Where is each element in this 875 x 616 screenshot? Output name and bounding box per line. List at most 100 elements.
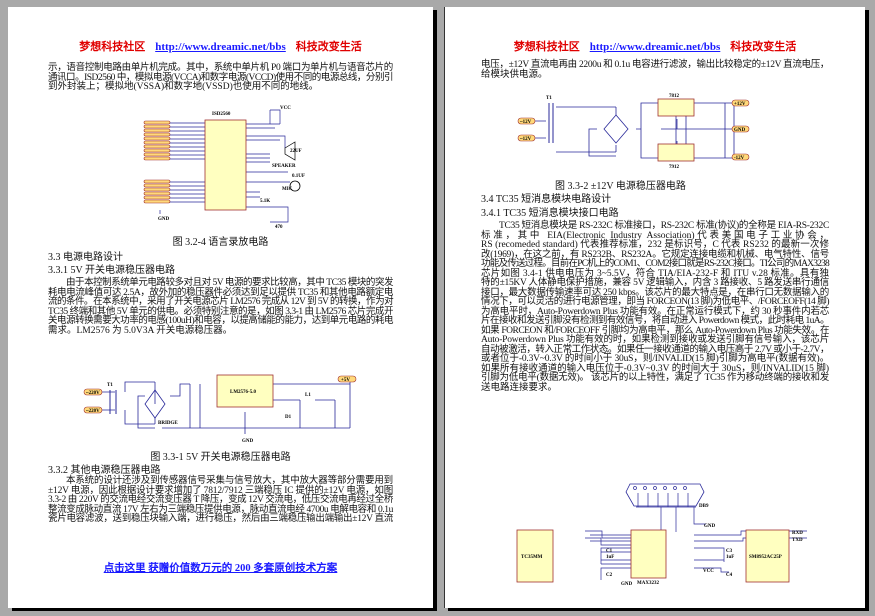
document-page-right: 梦想科技社区 http://www.dreamic.net/bbs 科技改变生活 电…	[444, 7, 865, 608]
paragraph: 本系统的设计还涉及到传感器信号采集与信号放大，其中放大器等部分需要用到 ±12V…	[48, 475, 393, 524]
output-label: +12V	[734, 102, 746, 107]
header-slogan: 科技改变生活	[295, 41, 362, 53]
text-line: 为高电平时，Auto-Powerdown Plus 功能有效。在正常运行模式下，…	[481, 306, 829, 317]
page-header: 梦想科技社区 http://www.dreamic.net/bbs 科技改变生活	[445, 38, 865, 54]
tc35-interface-diagram: TC35MM SM8952AC25P MAX3232 DB9 GND RXD T…	[516, 483, 807, 587]
paragraph: 由于本控制系统单元电路较多对且对 5V 电源的要求比较高，其中 TC35 模块的…	[48, 277, 394, 336]
speaker-label: SPEAKER	[272, 164, 296, 169]
chip-label: MAX3232	[637, 581, 659, 586]
text-line: 3.3-2 由 220V 的交流电经交流变压器 T 降压，变成 12V 交流电，…	[48, 495, 393, 505]
capacitor-label: 0.1UF	[292, 174, 305, 179]
text-line: 到外封装上；模拟地(VSSA)和数字地(VSSD)也使用不同的地线。	[48, 82, 319, 92]
section-heading: 3.3 电源电路设计	[48, 252, 123, 263]
capacitor-label: C4	[726, 573, 733, 578]
bridge-label: BRIDGE	[158, 421, 178, 426]
gnd-label: GND	[242, 439, 254, 444]
ac-input-label: ~220V	[86, 391, 100, 396]
inductor-label: L1	[305, 393, 311, 398]
output-label: -12V	[734, 156, 745, 161]
subsection-heading: 3.3.2 其他电源稳压器电路	[48, 465, 161, 476]
header-slogan: 科技改变生活	[730, 41, 797, 53]
figure-caption: 图 3.3-2 ±12V 电源稳压器电路	[555, 181, 686, 192]
header-site-name: 梦想科技社区	[79, 41, 146, 53]
text-line: 电压，±12V 直流电再由 2200u 和 0.1u 电容进行滤波，输出比较稳定…	[481, 60, 830, 70]
figure-caption: 图 3.3-1 5V 开关电源稳压器电路	[150, 452, 291, 463]
text-line: 标准，其中 EIA(Electronic Industry Associatio…	[481, 230, 829, 241]
gnd-label: GND	[158, 217, 170, 222]
gnd-label: GND	[621, 582, 633, 587]
text-line: 芯片如图 3.4-1 供电电压为 3~5.5V，符合 TIA/EIA-232-F…	[481, 268, 829, 279]
capacitor-label: 22UF	[290, 149, 302, 154]
transformer-label: T1	[107, 383, 113, 388]
transformer-label: T1	[546, 96, 552, 101]
vcc-label: VCC	[703, 569, 714, 574]
text-line: ±12V 电源，因此根据设计要求增加了 7812/7912 三端稳压 IC 提供…	[48, 485, 393, 496]
text-line: 整流变成脉动直流 17V 左右为三端稳压提供电源，脉动直流电经 4700u 电解…	[48, 504, 393, 515]
rxd-label: RXD	[792, 531, 803, 536]
voice-circuit-diagram: ISD2560 VCC SPEAKER MIC 5.1K 0.1UF 22UF …	[143, 106, 305, 230]
resistor-label: 5.1K	[260, 199, 270, 204]
text-line: 如果所有接收通道的输入电压位于-0.3V~0.3V 的时间大于 30uS，则/I…	[481, 363, 829, 374]
text-line: 送电路连接要求。	[481, 382, 558, 393]
mcu-label: SM8952AC25P	[749, 555, 782, 560]
vcc-label: VCC	[280, 106, 291, 111]
capacitor-label: C3	[726, 549, 733, 554]
page-header: 梦想科技社区 http://www.dreamic.net/bbs 科技改变生活	[8, 38, 433, 54]
gnd-label: GND	[704, 524, 716, 529]
tc35-label: TC35MM	[521, 555, 543, 560]
text-line: 流的条件。在本系统中，采用了开关电源芯片 LM2576 完成从 12V 到 5V…	[48, 297, 394, 307]
capacitor-label: C1	[606, 549, 613, 554]
paragraph: 示，语音控制电路由单片机完成。其中，系统中单片机 P0 端口为单片机与语音芯片的…	[48, 62, 394, 92]
db9-label: DB9	[699, 504, 709, 509]
text-line: 通讯口。ISD2560 中，模拟电源(VCCA)和数字电源(VCCD)使用不同的…	[48, 72, 394, 83]
paragraph: 电压，±12V 直流电再由 2200u 和 0.1u 电容进行滤波，输出比较稳定…	[481, 59, 830, 80]
capacitor-value: 1uF	[606, 555, 614, 560]
text-line: 示，语音控制电路由单片机完成。其中，系统中单片机 P0 端口为单片机与语音芯片的	[48, 63, 393, 73]
regulator-label: 7812	[669, 94, 680, 99]
paragraph: TC35 短消息模块是 RS-232C 标准接口，RS-232C 标准(协议)的…	[481, 219, 830, 393]
text-line: 功能及传送过程。目前在PC机上的COM1、COM2接口就是RS-232C接口。T…	[481, 259, 830, 269]
document-page-left: 梦想科技社区 http://www.dreamic.net/bbs 科技改变生活 示…	[8, 7, 433, 608]
text-line: 自动被激活，转入正常工作状态。如果任一接收通道的输入电压高于 2.7V 或小于-…	[481, 344, 830, 355]
text-line: 瓷片电容滤波，送到稳压块输入端，进行稳压，然后由三端稳压输出端输出±12V 直流	[48, 514, 393, 524]
regulator-label: 7912	[669, 165, 680, 170]
5v-switching-regulator-diagram: LM2576-5.0 ~220V ~220V T1 BRIDGE L1 D1 +…	[83, 374, 357, 444]
promo-link[interactable]: 点击这里 获赠价值数万元的 200 多套原创技术方案	[103, 563, 338, 574]
figure-caption: 图 3.2-4 语言录放电路	[172, 237, 269, 248]
text-line: 需求。LM2576 为 5.0V3A 开关电源稳压器。	[48, 325, 233, 336]
mic-label: MIC	[282, 187, 293, 192]
ac-input-label: ~12V	[520, 120, 532, 125]
12v-regulator-diagram: 7812 7912 T1 ~12V ~12V +12V GND -12V	[517, 94, 750, 170]
text-line: 改(1969)，在这之前，有 RS232B、RS232A。它规定连接电缆和机械、…	[481, 249, 829, 260]
text-line: 情况下，可以灵活的进行电源管理，即当 FORCEON(13 脚)为低电平、/FO…	[481, 297, 830, 307]
text-line: 本系统的设计还涉及到传感器信号采集与信号放大，其中放大器等部分需要用到	[66, 476, 393, 486]
text-line: 片在接收和发送引脚没有检测到有效信号，将自动进入 Powerdown 模式，此时…	[481, 316, 830, 326]
resistor-label: 470	[275, 225, 283, 230]
text-line: TC35 短消息模块是 RS-232C 标准接口，RS-232C 标准(协议)的…	[499, 221, 829, 231]
text-line: 由于本控制系统单元电路较多对且对 5V 电源的要求比较高，其中 TC35 模块的…	[66, 278, 394, 288]
output-label: +5V	[341, 378, 350, 383]
text-line: 如果 FORCEON 和/FORCEOFF 引脚均为高电平，那么 Auto-Po…	[481, 325, 830, 336]
text-line: 或者位于-0.3V~0.3V 的时间小于 30uS，则/INVALID(15 脚…	[481, 354, 829, 364]
txd-label: TXD	[792, 538, 803, 543]
capacitor-label: C2	[606, 573, 613, 578]
diode-label: D1	[285, 415, 292, 420]
text-line: 关电源转换需要大功率的电感(100uH)和电容，以提高储能的能力，达到单元电路的…	[48, 316, 394, 326]
header-url-link[interactable]: http://www.dreamic.net/bbs	[589, 41, 721, 53]
capacitor-value: 1uF	[726, 555, 734, 560]
text-line: 给模块供电源。	[481, 69, 548, 80]
text-line: Auto-Powerdown Plus 功能有效的时，如果检测到接收或发送引脚有…	[481, 335, 829, 345]
header-url-link[interactable]: http://www.dreamic.net/bbs	[155, 41, 286, 53]
chip-label: LM2576-5.0	[230, 390, 256, 395]
subsection-heading: 3.4.1 TC35 短消息模块接口电路	[481, 208, 619, 219]
text-line: RS (recomeded standard) 代表推荐标准，232 是标识号，…	[481, 240, 829, 250]
text-line: 特的±15KV 人体静电保护措施，兼容 5V 逻辑输入，内含 3 路接收、5 路…	[481, 278, 829, 288]
output-label: GND	[734, 128, 746, 133]
ac-input-label: ~220V	[86, 409, 100, 414]
text-line: 接口，最大数据传输速率可达 250 kbps。该芯片的最大特点是，在串行口无数据…	[481, 287, 829, 298]
chip-label: ISD2560	[212, 112, 231, 117]
subsection-heading: 3.3.1 5V 开关电源稳压器电路	[48, 265, 176, 276]
text-line: TC35 终端和其他 5V 单元的供电。必须特别注意的是，如图 3.3-1 由 …	[48, 306, 394, 317]
section-heading: 3.4 TC35 短消息模块电路设计	[481, 194, 612, 205]
header-site-name: 梦想科技社区	[513, 41, 580, 53]
